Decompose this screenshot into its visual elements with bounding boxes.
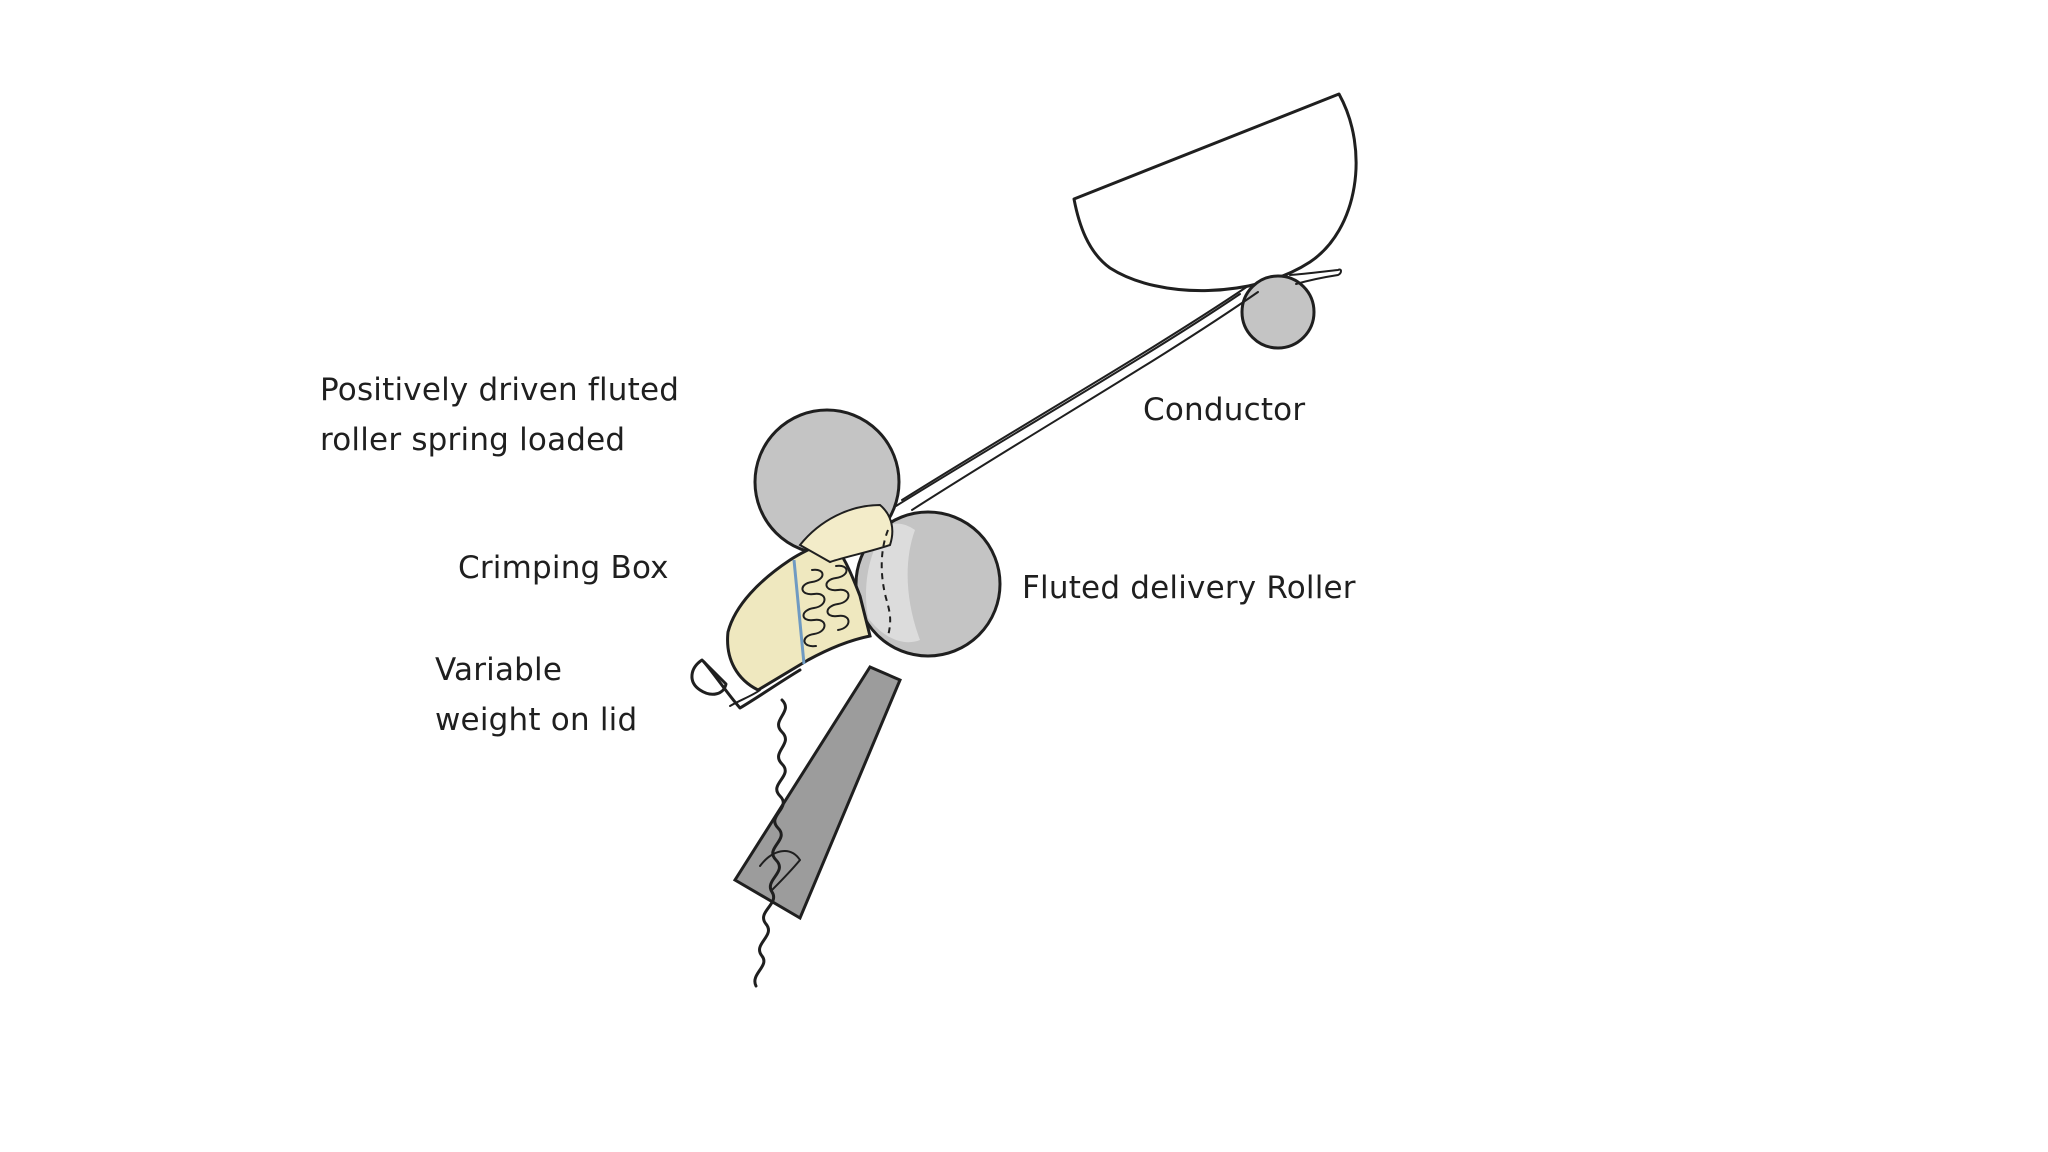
crimping-box-coils-b xyxy=(825,564,850,631)
label-positively-driven-line1: Positively driven fluted xyxy=(320,372,679,408)
crimping-box xyxy=(702,503,894,710)
conductor-hook xyxy=(1289,268,1342,285)
label-fluted-delivery-roller: Fluted delivery Roller xyxy=(1022,570,1356,606)
crimping-box-coils xyxy=(801,568,826,648)
crimping-box-lid xyxy=(702,660,802,710)
crimping-box-guide xyxy=(792,559,806,665)
label-variable-weight-line2: weight on lid xyxy=(435,702,637,738)
sliver-line-c xyxy=(895,293,1241,507)
conductor-drum xyxy=(1072,92,1358,293)
crimping-box-lid-edge xyxy=(729,689,761,707)
sliver-line-a xyxy=(901,285,1249,501)
conductor-semicircle xyxy=(1072,92,1358,293)
crimping-box-upper-region xyxy=(798,503,894,564)
crimping-box-dashed-boundary xyxy=(880,529,892,637)
sliver-line-b xyxy=(911,291,1259,511)
label-crimping-box: Crimping Box xyxy=(458,550,669,586)
label-conductor: Conductor xyxy=(1143,392,1305,428)
label-positively-driven-line2: roller spring loaded xyxy=(320,422,625,458)
crimped-tow xyxy=(753,698,787,988)
output-guide xyxy=(732,665,902,921)
sliver-path xyxy=(895,285,1259,511)
conductor-small-roller xyxy=(1240,274,1316,350)
label-variable-weight-line1: Variable xyxy=(435,652,562,688)
variable-weight-handle xyxy=(690,658,728,696)
output-guide-wedge xyxy=(732,665,902,921)
delivery-roller-highlight xyxy=(866,523,920,643)
